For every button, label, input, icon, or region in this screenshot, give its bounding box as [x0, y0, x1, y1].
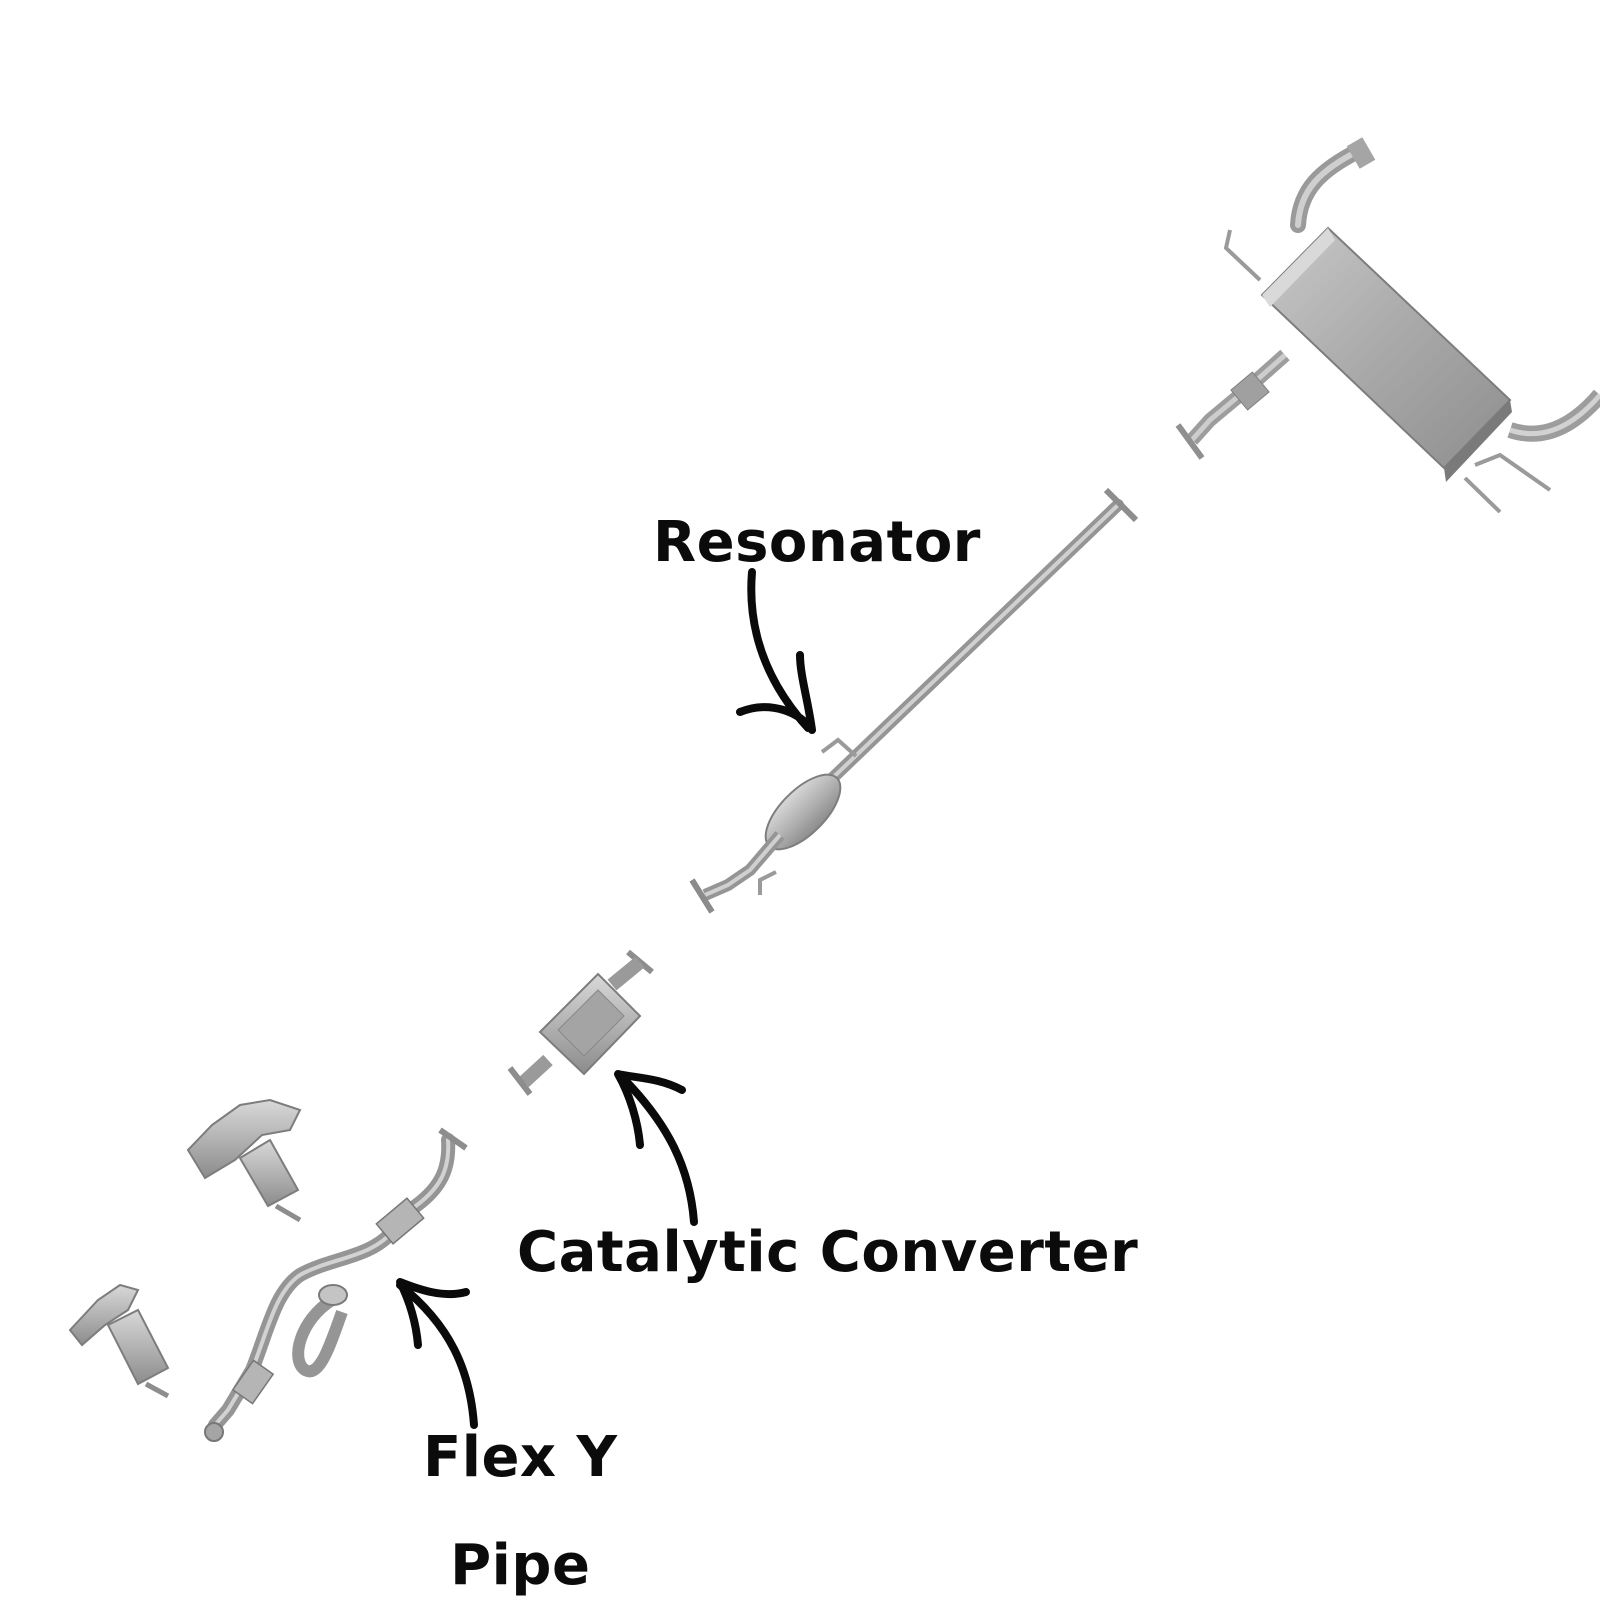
flex-y-pipe — [204, 1127, 468, 1442]
flex-y-pipe-label-line2: Pipe — [450, 1533, 591, 1598]
catalytic-converter-arrow — [614, 1070, 698, 1226]
catalytic-converter-label: Catalytic Converter — [517, 1220, 1139, 1285]
flex-y-pipe-label: Flex Y Pipe — [423, 1404, 618, 1620]
manifold-converter-lower — [68, 1283, 170, 1399]
rear-muffler — [1175, 137, 1600, 514]
resonator-arrow — [736, 568, 816, 734]
flex-y-pipe-label-line1: Flex Y — [423, 1425, 618, 1490]
resonator-pipe — [689, 487, 1139, 914]
catalytic-converter — [507, 949, 654, 1096]
flex-y-pipe-arrow — [396, 1278, 478, 1429]
manifold-converter-upper — [186, 1098, 302, 1223]
resonator-label: Resonator — [653, 510, 981, 575]
